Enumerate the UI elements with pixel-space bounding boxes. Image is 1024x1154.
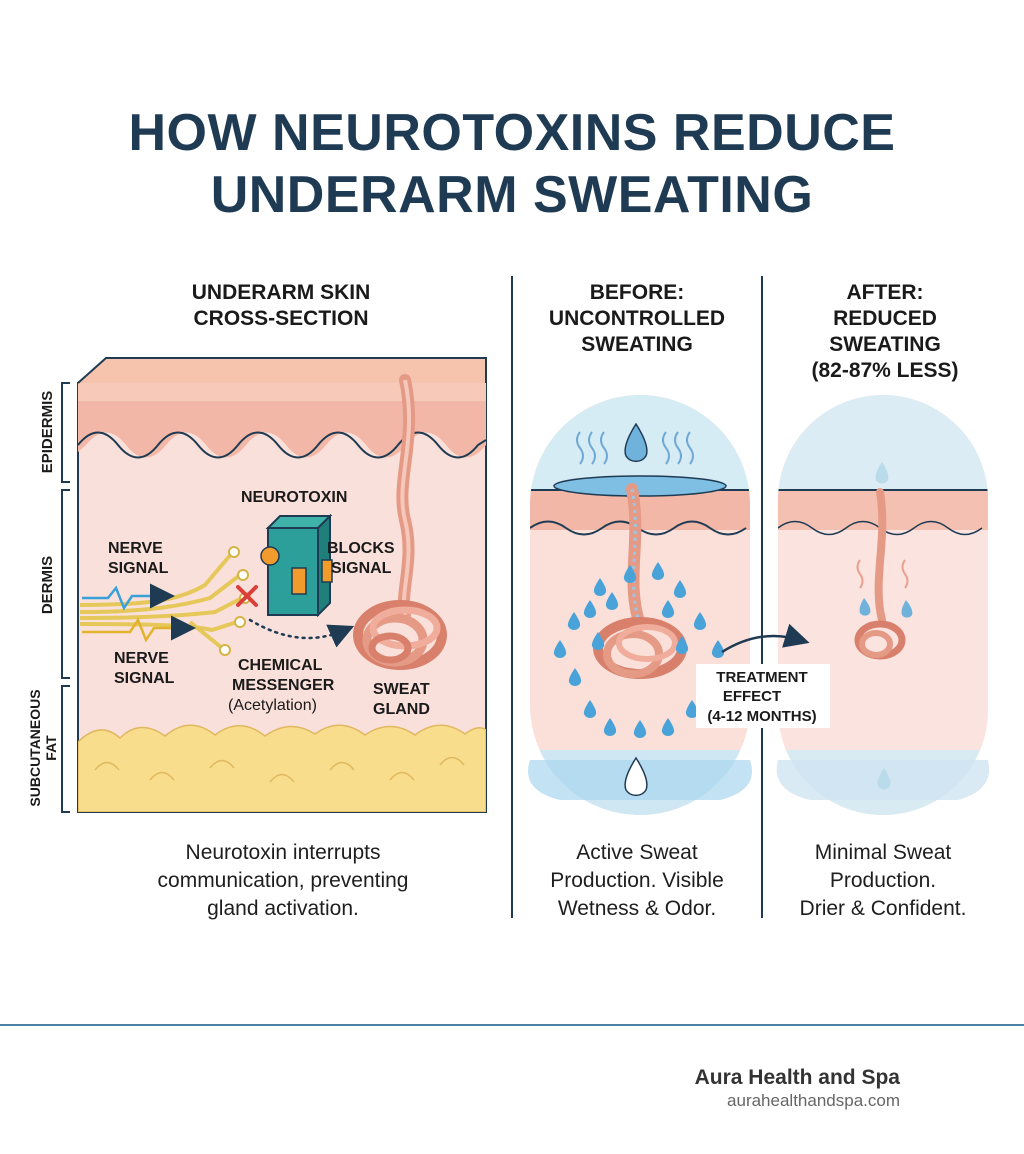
title-line-2: UNDERARM SWEATING — [210, 166, 814, 224]
divider-left — [511, 276, 513, 918]
subcutaneous-label-line2: FAT — [43, 735, 59, 761]
messenger-arrow — [248, 618, 355, 648]
block-x-icon — [236, 585, 258, 607]
nerve-signal-bottom-line1: NERVE — [114, 650, 169, 667]
chemical-messenger-line3: (Acetylation) — [228, 697, 317, 714]
cross-section-heading: UNDERARM SKIN CROSS-SECTION — [191, 281, 371, 330]
sweat-drop — [651, 562, 665, 580]
sweat-drop — [583, 700, 597, 719]
footer-divider — [0, 1024, 1024, 1026]
nerve-signal-top-line1: NERVE — [108, 540, 163, 557]
sweat-drop — [661, 600, 675, 618]
divider-right — [761, 276, 763, 918]
sweat-drop — [661, 718, 675, 736]
after-heading: AFTER: REDUCED SWEATING (82-87% LESS) — [811, 281, 959, 382]
sweat-drop — [567, 612, 581, 630]
dermis-label: DERMIS — [39, 556, 56, 614]
sweat-drop — [593, 578, 607, 597]
subcutaneous-label-line1: SUBCUTANEOUS — [27, 689, 43, 806]
before-illustration — [528, 395, 752, 815]
neurotoxin-label: NEUROTOXIN — [241, 489, 347, 506]
sweat-drop — [605, 592, 619, 611]
treatment-arrow — [721, 623, 810, 654]
sweat-drop — [633, 720, 647, 739]
sweat-gland-label-line2: GLAND — [373, 701, 430, 718]
chemical-messenger-line2: MESSENGER — [232, 677, 335, 694]
sweat-drop — [603, 718, 617, 736]
before-caption: Active Sweat Production. Visible Wetness… — [550, 841, 724, 920]
sweat-drop — [675, 636, 689, 654]
nerve-signal-arrow-top — [82, 583, 175, 611]
treatment-label-line1: TREATMENT — [716, 669, 807, 686]
sweat-drop — [591, 632, 605, 651]
after-caption: Minimal Sweat Production. Drier & Confid… — [799, 841, 967, 920]
sweat-drop — [673, 580, 687, 599]
neurotoxin-molecule-icon — [260, 513, 333, 618]
sweat-duct — [396, 374, 416, 621]
chemical-messenger-line1: CHEMICAL — [238, 657, 323, 674]
layer-brackets — [61, 382, 70, 813]
after-illustration — [776, 395, 990, 815]
treatment-label-line3: (4-12 MONTHS) — [707, 708, 816, 725]
nerve-signal-bottom-line2: SIGNAL — [114, 670, 175, 687]
sweat-drop — [711, 640, 725, 658]
blocks-signal-line2: SIGNAL — [331, 560, 392, 577]
sweat-drop — [693, 612, 707, 630]
sweat-drop — [568, 668, 582, 687]
sweat-gland-label-line1: SWEAT — [373, 681, 430, 698]
title-line-1: HOW NEUROTOXINS REDUCE — [128, 104, 896, 162]
sweat-drop — [623, 565, 637, 584]
brand-url: aurahealthandspa.com — [727, 1091, 900, 1110]
epidermis-label: EPIDERMIS — [39, 391, 56, 474]
sweat-drop — [583, 600, 597, 618]
blocks-signal-line1: BLOCKS — [327, 540, 395, 557]
treatment-label-line2: EFFECT — [723, 688, 781, 705]
nerve-signal-top-line2: SIGNAL — [108, 560, 169, 577]
treatment-label-background — [696, 664, 830, 728]
brand-name: Aura Health and Spa — [694, 1066, 900, 1089]
cross-section-caption: Neurotoxin interrupts communication, pre… — [157, 841, 409, 920]
nerve-signal-arrow-bottom — [82, 615, 196, 643]
sweat-gland — [353, 600, 447, 670]
sweat-drop — [685, 700, 699, 719]
before-heading: BEFORE: UNCONTROLLED SWEATING — [548, 281, 726, 356]
sweat-drop — [553, 640, 567, 658]
